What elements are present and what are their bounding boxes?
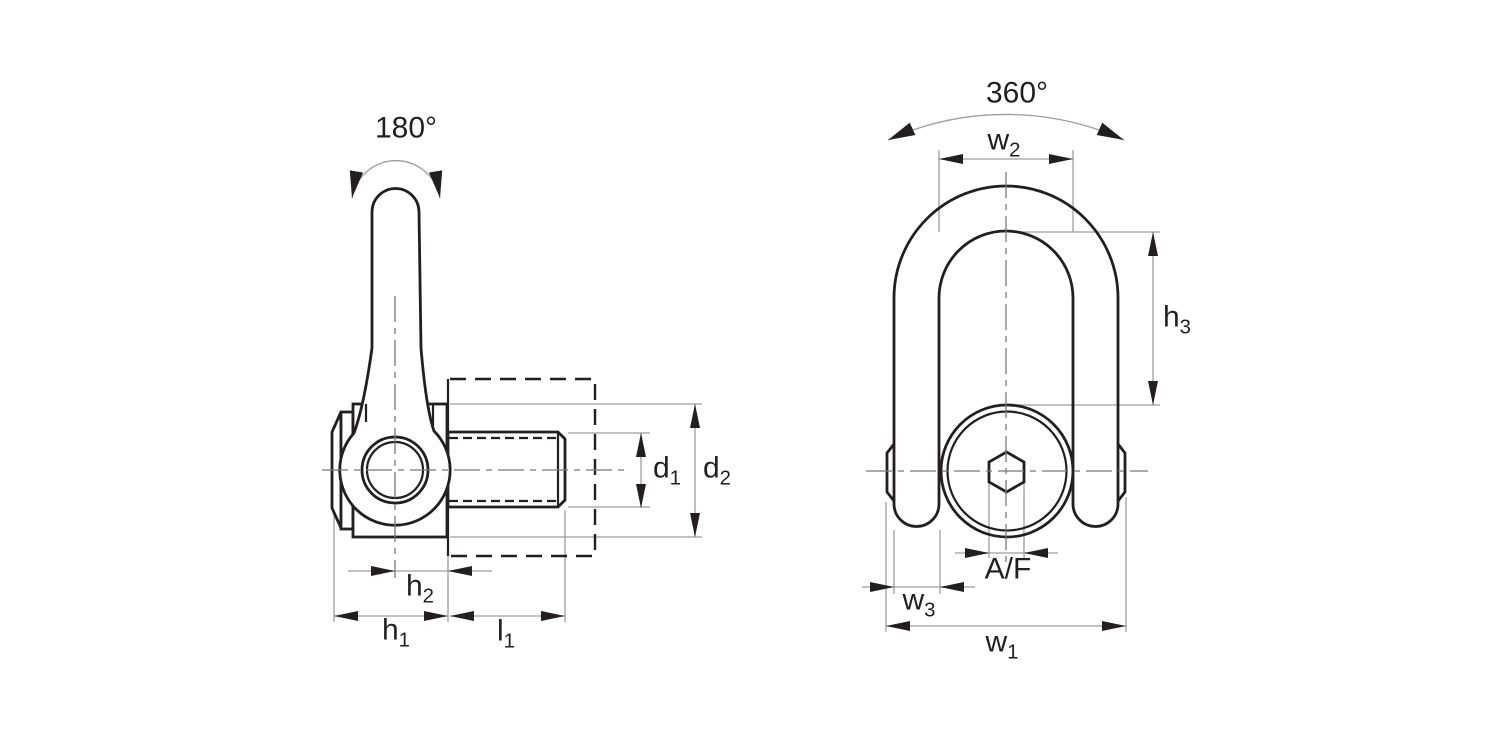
label-subscript: 1 — [1007, 641, 1019, 664]
dim-label-w1: w1 — [985, 625, 1019, 664]
bow-leg-right-cap — [1071, 503, 1120, 528]
side-view-dimension-lines — [334, 404, 700, 621]
rotation-label-360: 360° — [986, 78, 1048, 113]
rotation-label-180: 180° — [375, 113, 437, 148]
label-text: 180° — [374, 111, 438, 145]
rotation-arc-360 — [887, 113, 1125, 141]
label-text: h — [1162, 300, 1180, 334]
side-view — [322, 160, 702, 622]
label-subscript: 1 — [669, 467, 682, 490]
label-text: h — [405, 569, 423, 603]
dim-label-h3: h3 — [1162, 300, 1192, 339]
label-subscript: 1 — [503, 630, 516, 653]
label-text: w — [987, 123, 1010, 157]
mounting-envelope-dashed — [450, 377, 597, 558]
label-text: w — [902, 583, 925, 617]
label-text: l — [496, 614, 504, 648]
label-text: d — [702, 451, 720, 485]
label-text: h — [381, 613, 399, 647]
body-circle-outer — [939, 403, 1075, 539]
label-text: A/F — [984, 552, 1032, 586]
label-subscript: 3 — [924, 599, 936, 622]
label-text: w — [985, 625, 1008, 659]
retainer-lug-right — [1116, 443, 1127, 502]
label-subscript: 2 — [422, 585, 435, 608]
dim-label-af: A/F — [985, 554, 1032, 589]
label-text: d — [652, 451, 670, 485]
label-subscript: 3 — [1179, 316, 1192, 339]
dim-label-d2: d2 — [702, 451, 732, 490]
dim-label-w3: w3 — [902, 583, 936, 622]
label-subscript: 2 — [1009, 139, 1021, 162]
retainer-lug-left — [885, 443, 896, 502]
dim-label-w2: w2 — [987, 123, 1021, 162]
front-view-extension-lines — [862, 150, 1160, 632]
label-subscript: 2 — [719, 467, 732, 490]
front-view-dimension-lines — [870, 154, 1158, 631]
dim-label-d1: d1 — [652, 451, 682, 490]
dim-label-h2: h2 — [405, 569, 435, 608]
rotation-arc-180 — [349, 160, 443, 199]
bow-leg-left-cap — [892, 503, 941, 528]
dim-label-h1: h1 — [381, 613, 411, 652]
label-subscript: 1 — [398, 629, 411, 652]
front-view — [862, 113, 1160, 632]
dim-label-l1: l1 — [496, 614, 516, 653]
label-text: 360° — [985, 76, 1049, 110]
